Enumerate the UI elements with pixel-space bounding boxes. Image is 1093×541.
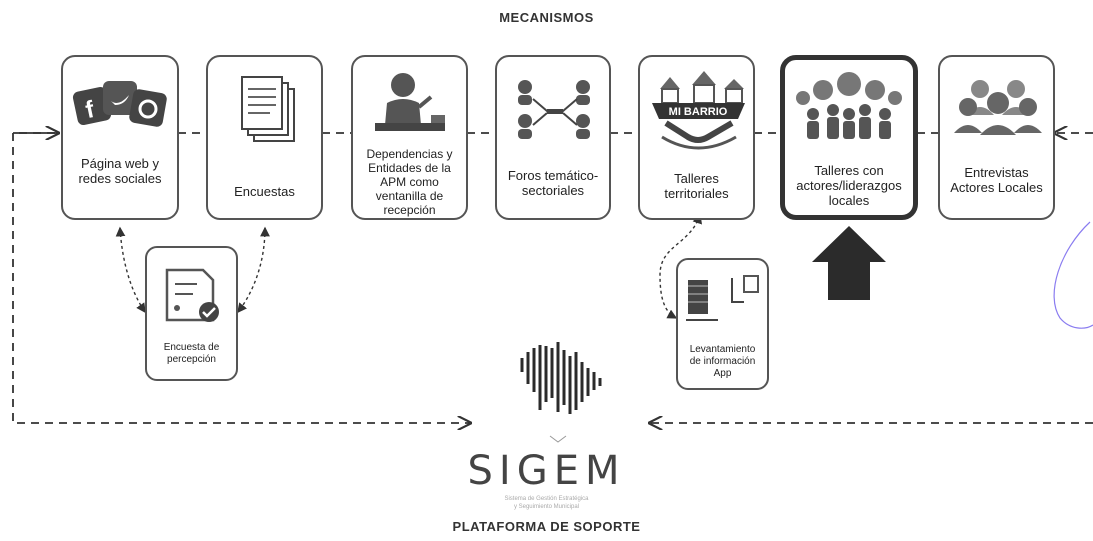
mechanism-label: Página web y redes sociales	[78, 156, 162, 186]
mechanism-label: Entrevistas Actores Locales	[950, 165, 1043, 195]
sigem-map-logo	[520, 342, 602, 414]
mechanism-card-interviews: Entrevistas Actores Locales	[938, 55, 1055, 220]
people-group-icon	[940, 67, 1053, 147]
sigem-tagline-2: y Seguimiento Municipal	[513, 504, 580, 510]
mechanisms-title: MECANISMOS	[499, 10, 594, 25]
sub-card-perception-survey: Encuesta de percepción	[145, 246, 238, 381]
sigem-tagline-1: Sistema de Gestión Estratégica	[504, 496, 589, 502]
documents-icon	[208, 67, 321, 147]
barrio-label: MI BARRIO	[669, 106, 728, 118]
logo-chevron	[549, 435, 567, 443]
mechanism-label: Talleres con actores/liderazgos locales	[796, 163, 902, 208]
highlight-arrow-icon	[812, 226, 886, 300]
perception-survey-icon	[147, 260, 236, 330]
mechanism-card-surveys: Encuestas	[206, 55, 323, 220]
reception-desk-icon	[353, 67, 466, 147]
sub-mechanism-label: Levantamiento de información App	[689, 344, 756, 379]
community-group-icon	[785, 70, 913, 150]
social-media-icon: f	[63, 67, 177, 147]
sigem-logo-text: SIGEM	[467, 448, 626, 494]
decorative-arc	[1053, 221, 1093, 329]
mechanism-label: Foros temático-sectoriales	[507, 168, 599, 198]
data-collection-app-icon	[678, 268, 767, 332]
forum-network-icon	[497, 67, 609, 147]
mechanism-card-web-social: f Página web y redes sociales	[61, 55, 179, 220]
sub-connectors	[115, 213, 702, 319]
mechanism-card-territorial: MI BARRIO Talleres territoriales	[638, 55, 755, 220]
mechanism-card-reception: Dependencias y Entidades de la APM como …	[351, 55, 468, 220]
mechanism-card-local-leaders: Talleres con actores/liderazgos locales	[780, 55, 918, 220]
mechanism-label: Encuestas	[234, 184, 295, 199]
sub-mechanism-label: Encuesta de percepción	[163, 342, 220, 365]
right-feedback-loop	[650, 133, 1093, 423]
platform-title: PLATAFORMA DE SOPORTE	[452, 519, 641, 534]
sub-card-data-collection-app: Levantamiento de información App	[676, 258, 769, 390]
mechanism-label: Dependencias y Entidades de la APM como …	[366, 147, 453, 217]
neighborhood-handshake-icon: MI BARRIO	[640, 67, 753, 150]
mechanism-label: Talleres territoriales	[664, 171, 729, 201]
mechanism-card-forums: Foros temático-sectoriales	[495, 55, 611, 220]
